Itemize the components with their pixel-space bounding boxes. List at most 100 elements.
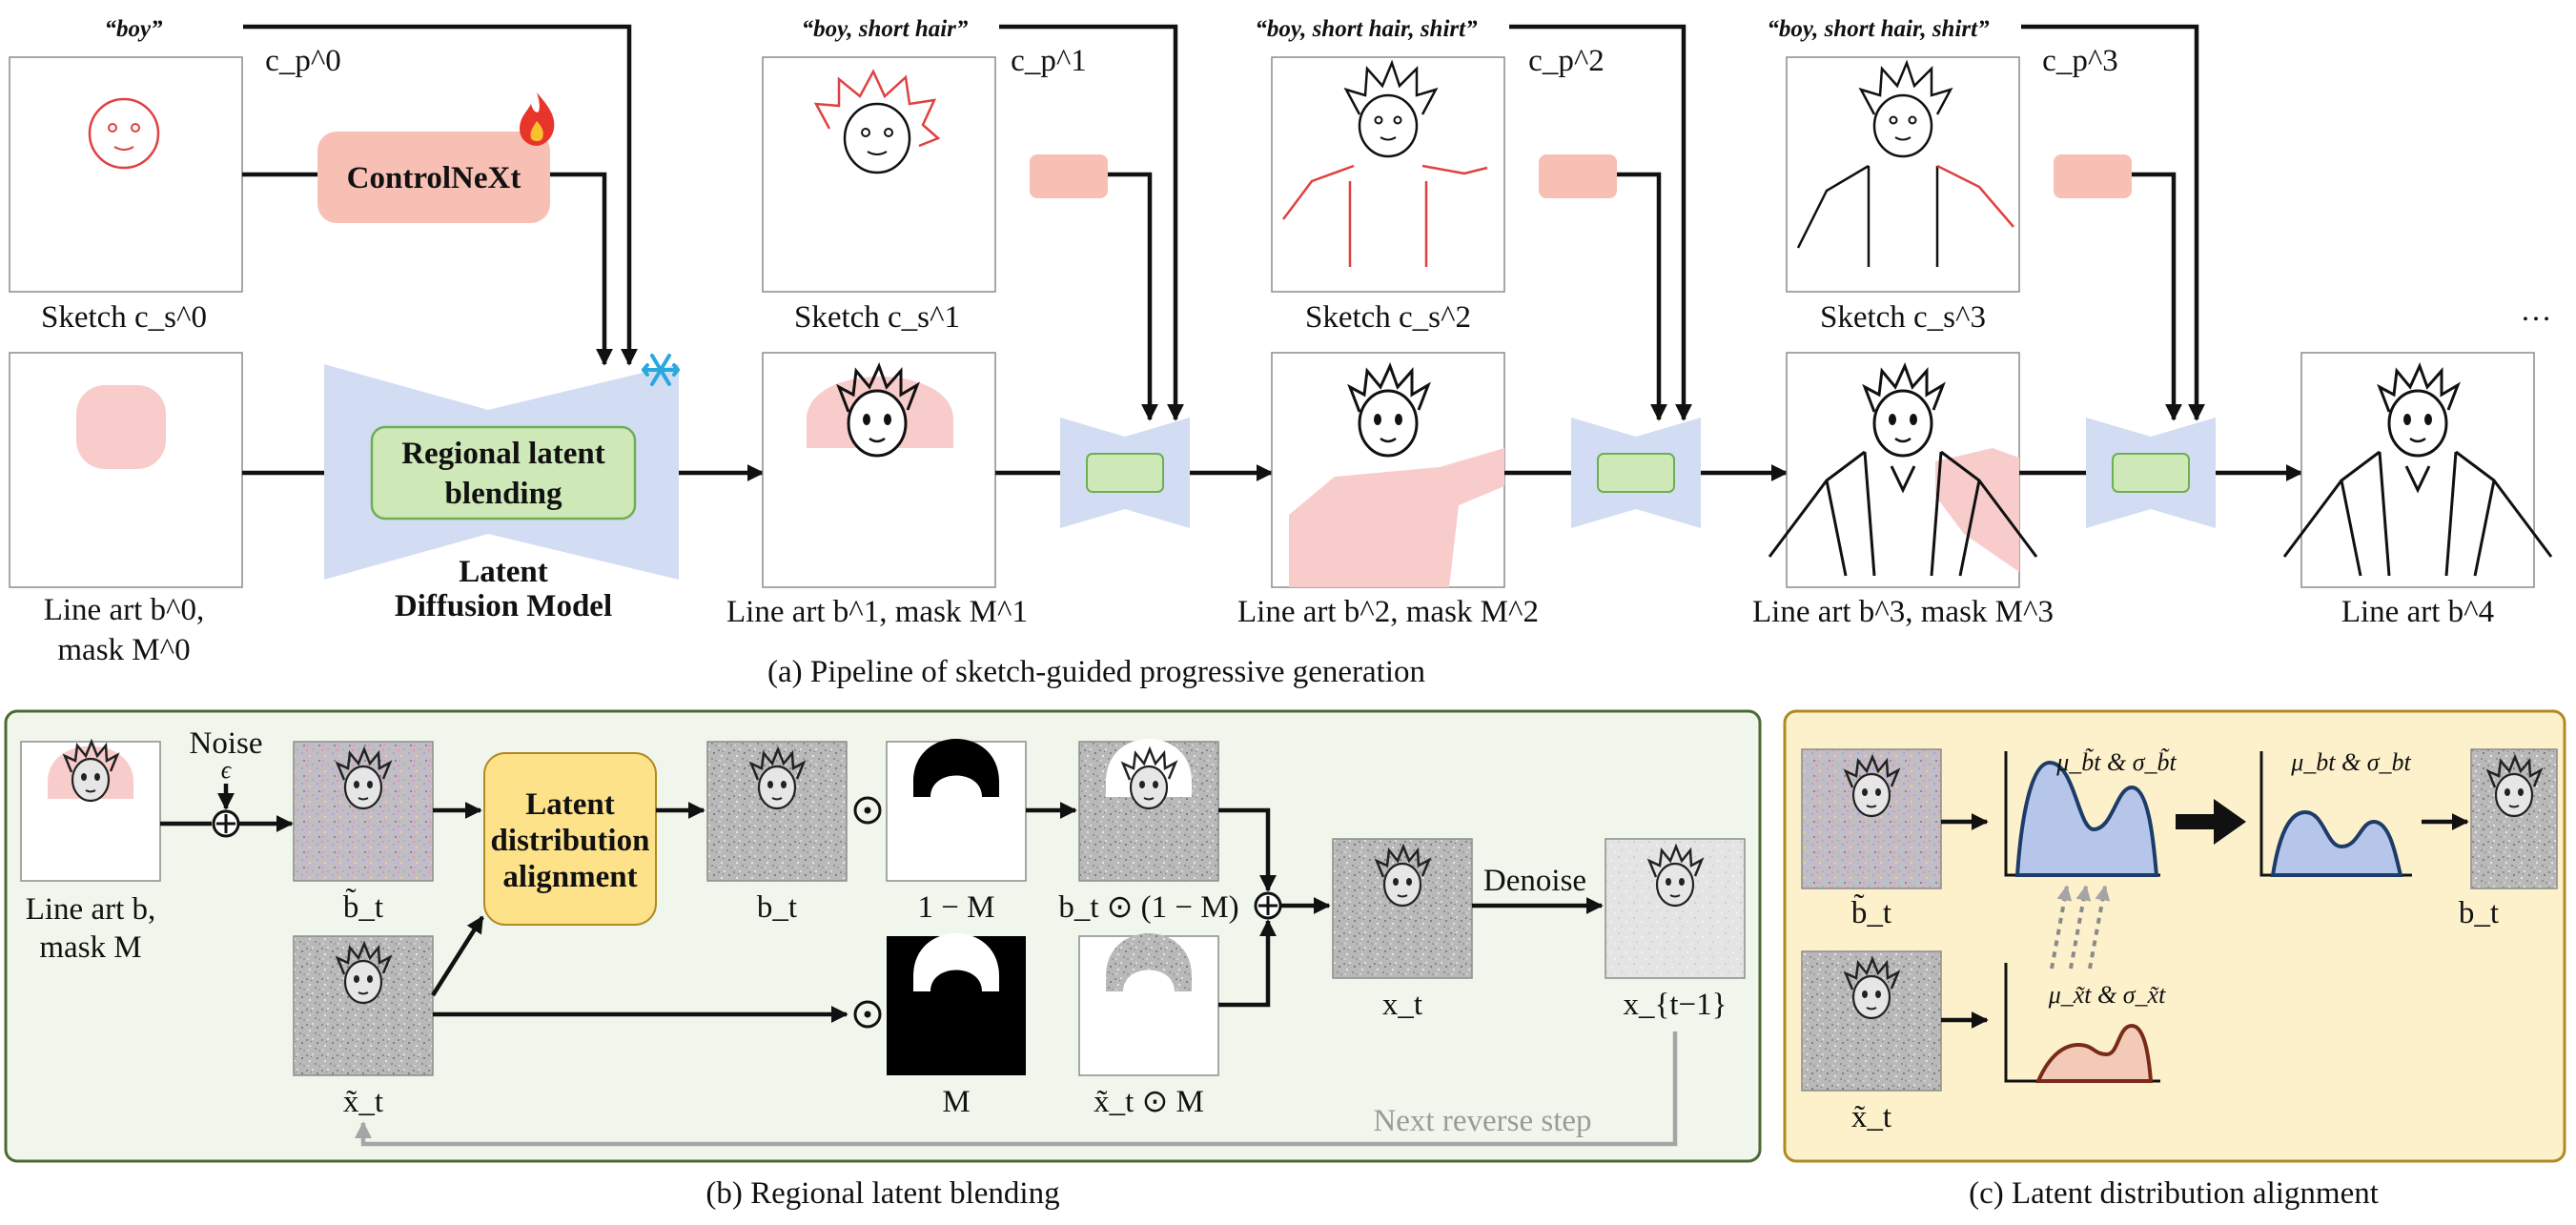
controlnext3-arrow bbox=[2132, 172, 2182, 421]
xtilde-image bbox=[293, 935, 434, 1076]
circled-dot-icon bbox=[853, 796, 882, 825]
rlb-mini-1 bbox=[1086, 453, 1164, 493]
prompt3-text: “boy, short hair, shirt” bbox=[1767, 16, 1990, 42]
rlb-mini-2 bbox=[1597, 453, 1675, 493]
ellipsis: … bbox=[2521, 294, 2552, 328]
stats-bt-label: μ_bt & σ_bt bbox=[2290, 748, 2411, 776]
sketch0-image bbox=[9, 56, 243, 293]
btilde-label: b̃_t bbox=[343, 887, 383, 925]
prompt0-arrow bbox=[243, 24, 638, 366]
prompt3-arrow bbox=[2021, 24, 2205, 421]
sketch2-image bbox=[1271, 56, 1505, 293]
lineart2-label: Line art b^2, mask M^2 bbox=[1237, 595, 1539, 629]
sketch3-label: Sketch c_s^3 bbox=[1820, 300, 1986, 335]
dist-bt-plot bbox=[2259, 751, 2412, 877]
dist-btilde-plot bbox=[2004, 751, 2160, 877]
m-label: M bbox=[942, 1085, 970, 1119]
ldm-label-line2: Diffusion Model bbox=[395, 589, 612, 623]
blend-lineart-label-line2: mask M bbox=[39, 930, 141, 965]
mask3-shape bbox=[1935, 448, 2019, 572]
blend-lineart-label-line1: Line art b, bbox=[26, 892, 156, 927]
dist-xtilde-plot bbox=[2004, 963, 2160, 1083]
next-step-arrow bbox=[355, 1031, 1678, 1147]
prompt2-text: “boy, short hair, shirt” bbox=[1255, 16, 1478, 42]
btilde-image bbox=[293, 741, 434, 882]
xt-odot-to-sum bbox=[1218, 919, 1277, 1008]
controlnext-arrow bbox=[550, 172, 613, 366]
bt-odot-to-sum bbox=[1218, 807, 1277, 892]
noise-epsilon: ϵ bbox=[221, 756, 233, 784]
lda-label-line2: distribution bbox=[491, 824, 650, 858]
controlnext1-arrow bbox=[1108, 172, 1158, 421]
lda-label-line1: Latent bbox=[525, 787, 615, 822]
circled-dot-icon-2 bbox=[853, 1000, 882, 1029]
sketch0-label: Sketch c_s^0 bbox=[41, 300, 207, 335]
cp0-label: c_p^0 bbox=[265, 44, 341, 78]
blending-section: Line art b, mask M Noise ϵ b̃_t Latent d… bbox=[4, 709, 1762, 1211]
stats-btilde-label: μ_b̃t & σ_b̃t bbox=[2055, 748, 2177, 776]
m-shape bbox=[913, 933, 999, 991]
alignment-section: b̃_t μ_b̃t & σ_b̃t μ_bt & σ_bt b_t bbox=[1783, 709, 2566, 1211]
pipeline-section: “boy” “boy, short hair” “boy, short hair… bbox=[9, 16, 2553, 689]
controlnext-box bbox=[317, 132, 550, 223]
fire-icon bbox=[520, 92, 555, 146]
lineart0-label-line2: mask M^0 bbox=[57, 633, 190, 667]
xt-image bbox=[1332, 838, 1473, 979]
mask0-shape bbox=[76, 385, 166, 469]
xt-odot-label: x̃_t ⊙ M bbox=[1094, 1085, 1204, 1119]
align-bt-image bbox=[2470, 748, 2558, 889]
cp3-label: c_p^3 bbox=[2042, 44, 2118, 78]
xt-label: x_t bbox=[1382, 988, 1422, 1022]
xt-odot-shape bbox=[1106, 933, 1192, 991]
controlnext2-arrow bbox=[1617, 172, 1667, 421]
lineart4-image bbox=[2300, 352, 2535, 588]
alignment-caption: (c) Latent distribution alignment bbox=[1969, 1176, 2379, 1211]
sketch3-image bbox=[1786, 56, 2020, 293]
bt-odot-label: b_t ⊙ (1 − M) bbox=[1058, 890, 1238, 925]
controlnext-mini-1 bbox=[1030, 154, 1108, 198]
rlb-mini-3 bbox=[2112, 453, 2190, 493]
lda-box bbox=[483, 752, 657, 926]
align-xtilde-image bbox=[1801, 950, 1942, 1092]
dotted-arrows bbox=[2050, 885, 2111, 970]
prompt2-arrow bbox=[1509, 24, 1692, 421]
align-big-arrow bbox=[2176, 799, 2246, 845]
denoise-label: Denoise bbox=[1483, 864, 1586, 898]
xtilde-to-lda bbox=[431, 915, 484, 997]
cp2-label: c_p^2 bbox=[1528, 44, 1605, 78]
controlnext-mini-2 bbox=[1539, 154, 1617, 198]
snowflake-icon bbox=[642, 354, 680, 386]
lineart1-label: Line art b^1, mask M^1 bbox=[726, 595, 1028, 629]
xt-minus-1-image bbox=[1605, 838, 1746, 979]
cp1-label: c_p^1 bbox=[1011, 44, 1087, 78]
sketch0-drawing bbox=[88, 97, 160, 170]
circled-plus-icon-2 bbox=[1254, 891, 1282, 920]
sketch1-drawing bbox=[813, 69, 941, 174]
next-step-label: Next reverse step bbox=[1373, 1104, 1591, 1138]
prompt0-text: “boy” bbox=[104, 16, 163, 42]
align-xtilde-label: x̃_t bbox=[1851, 1100, 1891, 1134]
mask2-shape bbox=[1289, 448, 1504, 587]
rlb-label-line2: blending bbox=[445, 477, 562, 511]
xtilde-label: x̃_t bbox=[343, 1085, 383, 1119]
pipeline-caption: (a) Pipeline of sketch-guided progressiv… bbox=[767, 655, 1425, 689]
align-btilde-label: b̃_t bbox=[1851, 892, 1891, 930]
lineart3-label: Line art b^3, mask M^3 bbox=[1752, 595, 2054, 629]
rlb-box bbox=[370, 425, 637, 521]
sketch2-drawing bbox=[1282, 59, 1488, 267]
noise-label: Noise bbox=[190, 726, 263, 761]
align-btilde-image bbox=[1801, 748, 1942, 889]
bt-label: b_t bbox=[757, 890, 797, 925]
controlnext-mini-3 bbox=[2054, 154, 2132, 198]
stats-xtilde-label: μ_x̃t & σ_x̃t bbox=[2048, 981, 2166, 1009]
sketch1-label: Sketch c_s^1 bbox=[794, 300, 960, 335]
rlb-label-line1: Regional latent bbox=[401, 437, 605, 471]
blending-panel bbox=[4, 709, 1762, 1163]
lineart0-label-line1: Line art b^0, bbox=[44, 593, 205, 627]
sketch1-image bbox=[762, 56, 996, 293]
lineart4-label: Line art b^4 bbox=[2341, 595, 2494, 629]
prompt1-arrow bbox=[999, 24, 1184, 421]
xt-minus-1-label: x_{t−1} bbox=[1624, 988, 1728, 1022]
sketch2-label: Sketch c_s^2 bbox=[1305, 300, 1471, 335]
